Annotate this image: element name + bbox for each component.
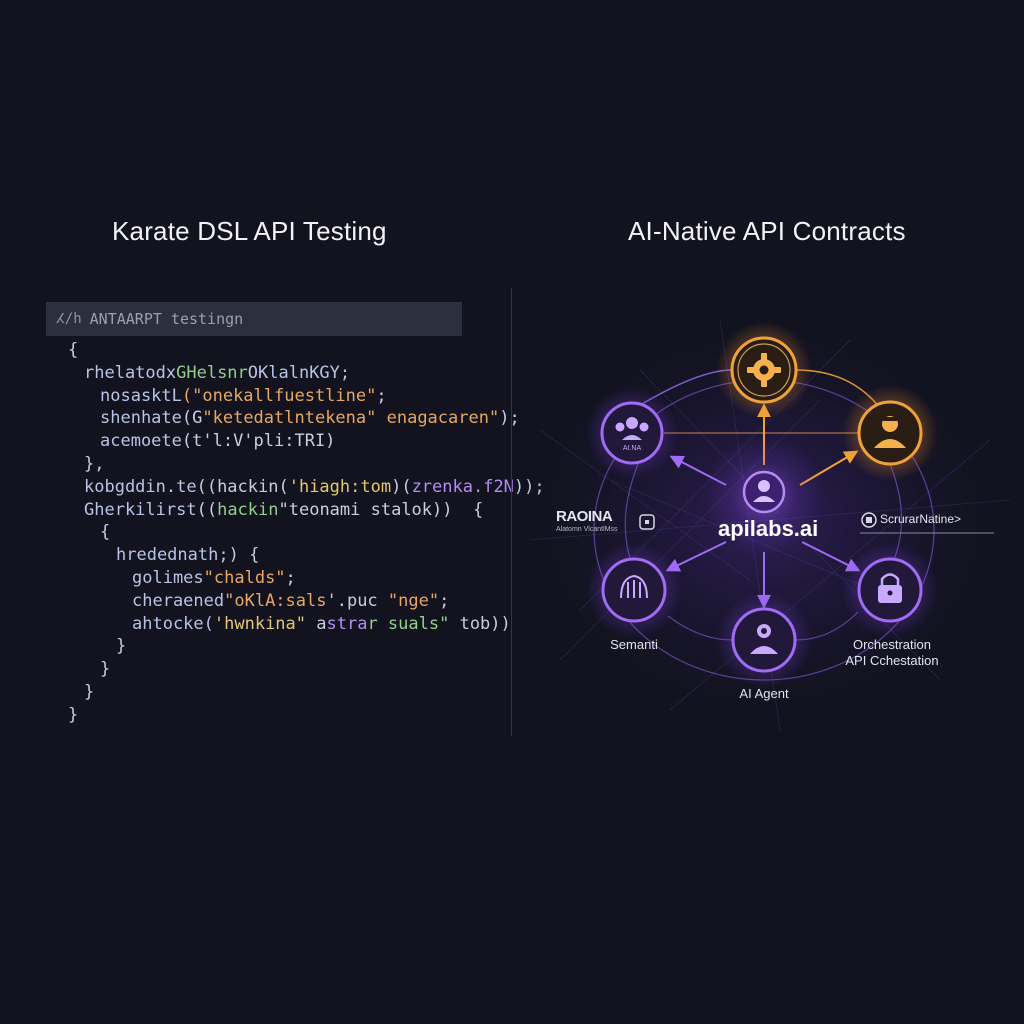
code-line: hredednath;) { <box>116 545 259 565</box>
agent-icon <box>750 624 778 654</box>
code-token: hredednath; <box>116 545 229 566</box>
code-line: { <box>100 522 110 542</box>
code-line: ahtocke('hwnkina" astrar suals" tob)) <box>132 614 511 634</box>
code-token: r suals" <box>367 613 450 634</box>
code-line: rhelatodxGHelsnrOKlalnKGY; <box>84 363 350 383</box>
code-line: golimes"chalds"; <box>132 568 296 588</box>
right-tag-icon <box>861 512 877 528</box>
network-graph: AI.NA <box>514 310 1014 731</box>
code-token: ); <box>499 408 520 429</box>
code-line: }, <box>84 454 104 474</box>
hub-label: apilabs.ai <box>718 516 819 541</box>
code-line: kobgddin.te((hackin('hiagh:tom)(zrenka.f… <box>84 477 545 497</box>
code-line: Gherkilirst((hackin"teonami stalok)) { <box>84 500 483 520</box>
code-line: shenhate(G"ketedatlntekena" enagacaren")… <box>100 408 520 428</box>
brain-icon <box>620 574 648 599</box>
code-token: enagacaren" <box>376 408 500 429</box>
gear-icon <box>747 353 781 387</box>
code-editor: ⵃ/h ANTAARPT testingn { rhelatodxGHelsnrO… <box>46 302 545 725</box>
code-token: ahtocke( <box>132 613 214 634</box>
code-token: hackin <box>217 499 279 520</box>
code-token: } <box>68 704 79 725</box>
code-token: ("onekallfuestline" <box>181 385 377 406</box>
semanti-node[interactable] <box>586 542 682 638</box>
user-icon <box>753 480 775 502</box>
code-token: ; <box>376 385 387 406</box>
code-token: ((hackin( <box>196 476 289 497</box>
code-token: (t'l:V'pli:TRI) <box>181 431 336 452</box>
code-token: "nge" <box>387 590 440 611</box>
ai-agent-node[interactable] <box>716 592 812 688</box>
right-tag-text: ScrurarNatine> <box>880 512 962 526</box>
ai-contract-network-diagram: AI.NA <box>514 280 1024 740</box>
code-token: "teonami stalok)) { <box>278 499 484 520</box>
code-token: }, <box>84 454 105 474</box>
code-token: } <box>84 682 95 702</box>
code-token: 'hwnkina" <box>213 613 307 634</box>
editor-tab-bar[interactable]: ⵃ/h ANTAARPT testingn <box>46 302 462 336</box>
code-token: ) { <box>228 545 260 566</box>
orchestration-sublabel: API Cchestation <box>845 653 939 668</box>
code-line: { <box>68 340 78 360</box>
left-tag-icon <box>639 514 655 530</box>
agent-right-node[interactable] <box>842 385 938 481</box>
panel-divider <box>511 288 512 736</box>
code-token: nosasktL <box>100 385 182 406</box>
code-token: '.puc <box>326 590 388 611</box>
orchestration-label: Orchestration <box>852 637 932 652</box>
code-token: shenhate <box>100 408 182 429</box>
code-token: 'hiagh:tom <box>288 476 392 497</box>
code-token: } <box>116 636 127 657</box>
lock-icon <box>878 573 902 603</box>
code-line: cheraened"oKlA:sals'.puc "nge"; <box>132 591 449 611</box>
file-icon: ⵃ/h <box>56 311 82 327</box>
agent-icon <box>874 416 906 448</box>
code-token: (G <box>181 408 203 429</box>
code-line: } <box>84 682 94 702</box>
team-icon <box>615 417 649 440</box>
code-token: tob)) <box>449 613 511 634</box>
code-line: acemoete(t'l:V'pli:TRI) <box>100 431 335 451</box>
left-panel-title: Karate DSL API Testing <box>112 216 387 246</box>
code-token: kobgddin.te <box>84 476 197 497</box>
left-logo-text: RAOINA <box>556 508 613 525</box>
left-logo-subtext: Alatomn VlcantlMss <box>556 526 618 533</box>
gear-node[interactable] <box>716 322 812 418</box>
code-token: GHelsnr <box>176 362 248 383</box>
code-line: } <box>100 659 110 679</box>
code-token: "ketedatlntekena" <box>202 408 377 429</box>
code-token: golimes <box>132 568 204 588</box>
team-node-inner-text: AI.NA <box>623 445 642 452</box>
editor-tab-label: ANTAARPT testingn <box>89 310 244 328</box>
semanti-label: Semanti <box>610 637 658 652</box>
apilabs-hub-node[interactable] <box>704 435 824 555</box>
code-token: { <box>68 340 79 360</box>
right-panel-title: AI-Native API Contracts <box>628 216 906 246</box>
code-token: OKlalnKGY; <box>247 362 351 383</box>
code-token: (( <box>196 499 218 520</box>
ai-agent-label: AI Agent <box>739 686 789 701</box>
code-line: } <box>68 705 78 725</box>
code-token: )( <box>391 476 412 497</box>
code-line: } <box>116 636 126 656</box>
code-token: ; <box>285 568 296 588</box>
orchestration-node[interactable] <box>842 542 938 638</box>
code-token: } <box>100 659 111 680</box>
code-token: ; <box>439 590 450 611</box>
code-token: cheraened <box>132 590 225 611</box>
code-token: "chalds" <box>203 568 286 588</box>
code-token: acemoete <box>100 431 182 452</box>
code-token: rhelatodx <box>84 362 177 383</box>
team-node[interactable]: AI.NA <box>586 387 678 479</box>
code-token: "oKlA:sals <box>224 590 327 611</box>
code-token: a <box>306 613 327 634</box>
code-token: stra <box>326 613 368 634</box>
code-token: zrenka.f2N <box>411 476 514 497</box>
code-token: { <box>100 522 111 543</box>
code-line: nosasktL("onekallfuestline"; <box>100 386 387 406</box>
code-token: Gherkilirst <box>84 499 197 520</box>
